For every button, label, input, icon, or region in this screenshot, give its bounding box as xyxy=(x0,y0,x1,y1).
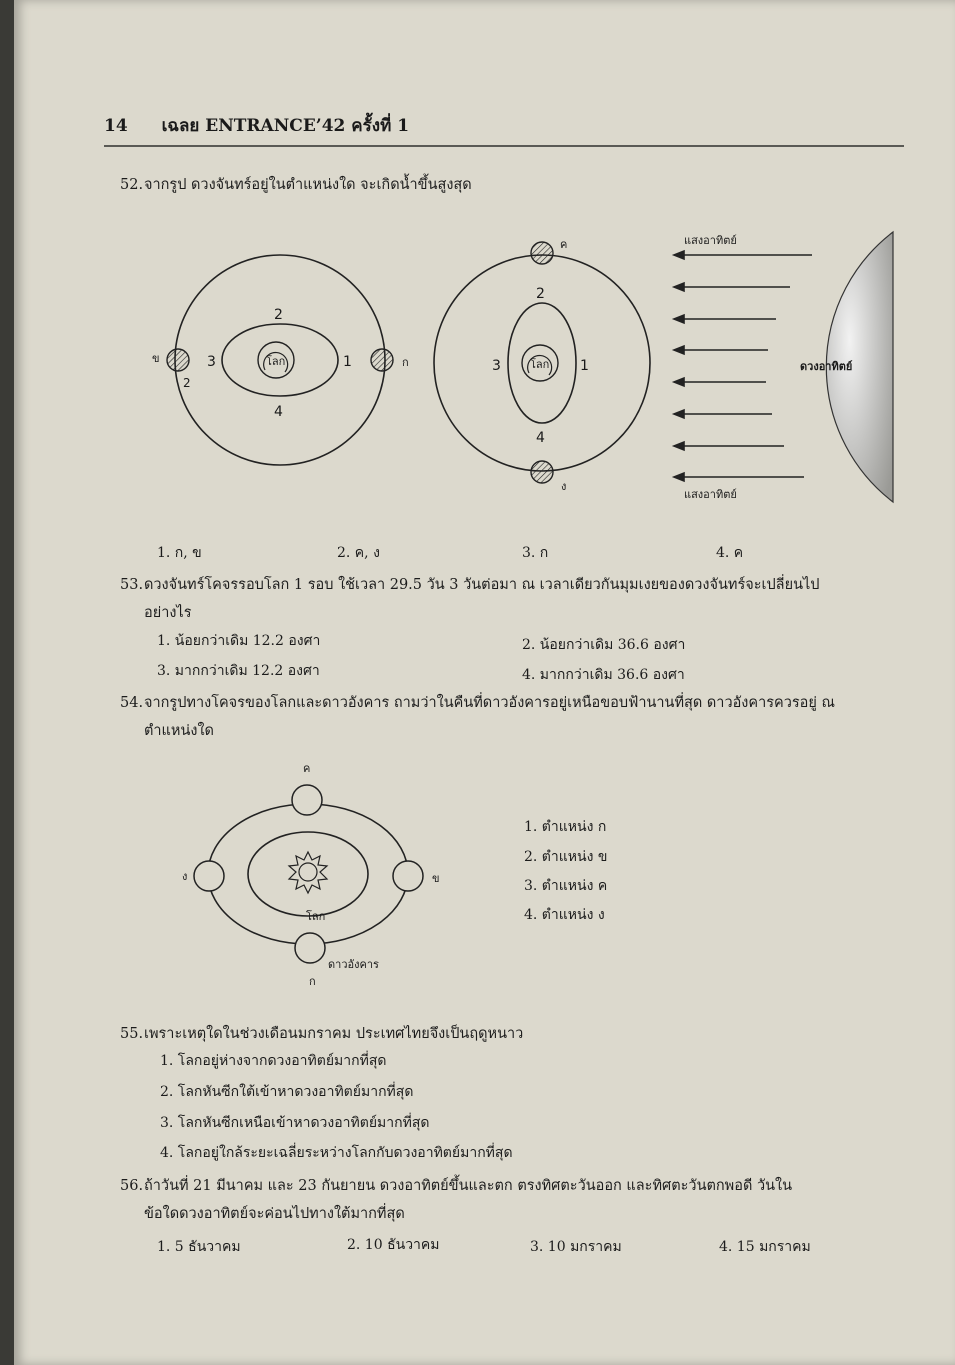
q54-label-kho: ข xyxy=(432,872,440,885)
q55-option-1[interactable]: 1. โลกอยู่ห่างจากดวงอาทิตย์มากที่สุด xyxy=(160,1053,387,1069)
moon-ko-left xyxy=(370,348,394,372)
mars-ko xyxy=(294,932,326,964)
question-55: 55.เพราะเหตุใดในช่วงเดือนมกราคม ประเทศไท… xyxy=(120,1026,524,1042)
left-earth-label: โลก xyxy=(266,354,285,368)
page-title: เฉลย ENTRANCE’42 ครั้งที่ 1 xyxy=(161,116,410,136)
left-label-2: 2 xyxy=(274,307,283,323)
sun-label: ดวงอาทิตย์ xyxy=(800,360,852,373)
q52-option-2[interactable]: 2. ค, ง xyxy=(337,545,380,561)
left-label-2b: 2 xyxy=(183,376,191,390)
moon-kho-c xyxy=(530,241,554,265)
question-56: 56.ถ้าวันที่ 21 มีนาคม และ 23 กันยายน ดว… xyxy=(120,1178,793,1222)
left-label-3: 3 xyxy=(207,354,216,370)
sunlight-label-top: แสงอาทิตย์ xyxy=(684,234,737,247)
q54-label-ngo: ง xyxy=(182,870,187,883)
q53-option-1[interactable]: 1. น้อยกว่าเดิม 12.2 องศา xyxy=(157,633,321,649)
right-earth xyxy=(521,344,559,382)
q52-option-4[interactable]: 4. ค xyxy=(716,545,744,561)
q52-figure: โลก 1 2 3 4 2 ก ข โลก 1 2 3 4 ค ง ดวงอาท… xyxy=(152,230,894,504)
left-earth xyxy=(257,341,295,379)
q53-option-2[interactable]: 2. น้อยกว่าเดิม 36.6 องศา xyxy=(522,637,686,653)
q52-option-3[interactable]: 3. ก xyxy=(522,545,549,561)
q54-option-1[interactable]: 1. ตำแหน่ง ก xyxy=(524,819,607,835)
left-label-4: 4 xyxy=(274,404,283,420)
question-52: 52.จากรูป ดวงจันทร์อยู่ในตำแหน่งใด จะเกิ… xyxy=(120,177,472,193)
mars-kho-c xyxy=(291,784,323,816)
page xyxy=(14,0,955,1365)
right-label-2: 2 xyxy=(536,286,545,302)
right-label-3: 3 xyxy=(492,358,501,374)
mars-kho xyxy=(392,860,424,892)
q52-option-1[interactable]: 1. ก, ข xyxy=(157,545,202,561)
left-label-ko: ก xyxy=(402,356,409,369)
right-earth-label: โลก xyxy=(530,357,549,371)
q56-option-2[interactable]: 2. 10 ธันวาคม xyxy=(347,1237,440,1253)
q56-option-3[interactable]: 3. 10 มกราคม xyxy=(530,1239,622,1255)
right-label-ngo: ง xyxy=(561,480,566,493)
q56-option-4[interactable]: 4. 15 มกราคม xyxy=(719,1239,811,1255)
q55-option-4[interactable]: 4. โลกอยู่ใกล้ระยะเฉลี่ยระหว่างโลกกับดวง… xyxy=(160,1145,513,1161)
sunlight-label-bottom: แสงอาทิตย์ xyxy=(684,488,737,501)
q54-figure: โลก ค ข ง ก ดาวอังคาร xyxy=(182,762,440,988)
q54-earth-label: โลก xyxy=(306,909,325,923)
question-53: 53.ดวงจันทร์โคจรรอบโลก 1 รอบ ใช้เวลา 29.… xyxy=(120,577,820,621)
right-label-1: 1 xyxy=(580,358,589,374)
right-label-kho: ค xyxy=(560,238,567,251)
left-tide-bulge xyxy=(221,323,339,397)
page-number: 14 xyxy=(104,116,128,136)
moon-kho xyxy=(166,348,190,372)
q54-option-4[interactable]: 4. ตำแหน่ง ง xyxy=(524,907,605,923)
mars-orbit xyxy=(207,803,409,945)
sun-icon xyxy=(287,850,329,895)
earth-orbit xyxy=(247,831,369,917)
light-rays xyxy=(671,249,812,483)
q54-option-2[interactable]: 2. ตำแหน่ง ข xyxy=(524,849,608,865)
moon-ngo xyxy=(530,460,554,484)
q54-label-kho-c: ค xyxy=(303,762,310,775)
left-label-kho: ข xyxy=(152,352,160,365)
q53-option-4[interactable]: 4. มากกว่าเดิม 36.6 องศา xyxy=(522,667,685,683)
right-tide-bulge xyxy=(507,302,577,424)
q53-option-3[interactable]: 3. มากกว่าเดิม 12.2 องศา xyxy=(157,663,320,679)
q54-label-ko: ก xyxy=(309,975,316,988)
sun xyxy=(825,230,894,504)
q55-option-3[interactable]: 3. โลกหันซีกเหนือเข้าหาดวงอาทิตย์มากที่ส… xyxy=(160,1115,430,1131)
q54-mars-label: ดาวอังคาร xyxy=(328,958,379,971)
mars-ngo xyxy=(193,860,225,892)
right-label-4: 4 xyxy=(536,430,545,446)
page-header: 14 เฉลย ENTRANCE’42 ครั้งที่ 1 xyxy=(104,112,904,147)
q55-option-2[interactable]: 2. โลกหันซีกใต้เข้าหาดวงอาทิตย์มากที่สุด xyxy=(160,1084,414,1100)
left-label-1: 1 xyxy=(343,354,352,370)
q54-option-3[interactable]: 3. ตำแหน่ง ค xyxy=(524,878,608,894)
q56-option-1[interactable]: 1. 5 ธันวาคม xyxy=(157,1239,241,1255)
question-54: 54.จากรูปทางโคจรของโลกและดาวอังคาร ถามว่… xyxy=(120,695,835,739)
